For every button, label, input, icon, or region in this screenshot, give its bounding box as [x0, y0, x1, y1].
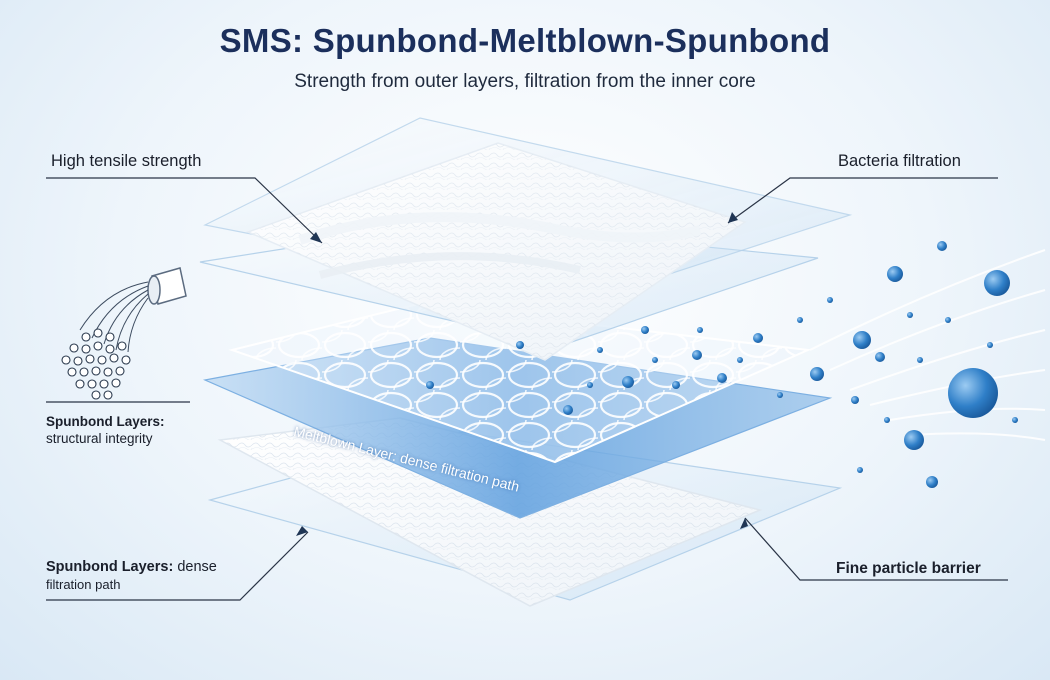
label-spunbond-bottom: Spunbond Layers: dense filtration path — [46, 558, 217, 594]
label-fine-particle-barrier: Fine particle barrier — [836, 560, 981, 577]
spray-nozzle-icon — [79, 267, 187, 353]
label-spunbond-top-desc: structural integrity — [46, 431, 153, 446]
label-spunbond-bottom-desc1: dense — [177, 559, 217, 575]
arrow-heads — [296, 212, 748, 536]
label-spunbond-bottom-title: Spunbond Layers: — [46, 559, 174, 575]
bacteria-particles — [426, 241, 1018, 488]
page-title: SMS: Spunbond-Meltblown-Spunbond — [219, 22, 831, 59]
label-spunbond-top-title: Spunbond Layers: — [46, 414, 165, 429]
label-bacteria-filtration: Bacteria filtration — [838, 152, 961, 170]
label-spunbond-top: Spunbond Layers: structural integrity — [46, 413, 165, 447]
airflow-lines — [809, 249, 1046, 441]
page-subtitle: Strength from outer layers, filtration f… — [294, 71, 756, 92]
label-spunbond-bottom-desc2: filtration path — [46, 577, 121, 592]
leader-lines — [46, 177, 1008, 601]
particle-cluster-icon — [61, 328, 131, 400]
label-tensile-strength: High tensile strength — [51, 152, 202, 170]
